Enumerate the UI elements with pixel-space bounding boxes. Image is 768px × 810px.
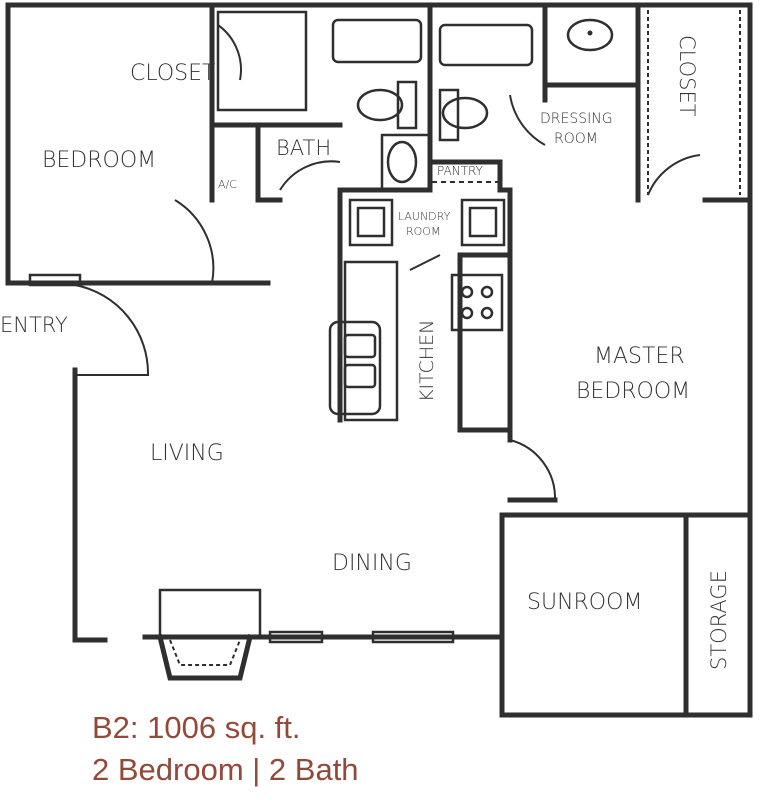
master-door [509,439,557,501]
closet-shelf [216,10,308,112]
label-master: MASTER [594,344,685,369]
bathtub [438,23,534,67]
sink [380,133,432,192]
window [28,273,82,287]
stove [450,273,504,332]
walls [5,2,753,718]
toilet [356,80,418,130]
bed-bath-caption: 2 Bedroom | 2 Bath [92,752,359,787]
label-laundry-room: ROOM [406,225,440,238]
unit-size-caption: B2: 1006 sq. ft. [92,710,301,745]
label-closet: CLOSET [130,61,215,86]
bath-door [279,160,341,191]
window [268,630,324,644]
closet-rod [647,10,741,195]
label-bath: BATH [276,136,331,160]
entry-door [74,284,150,376]
label-kitchen: KITCHEN [416,320,438,402]
closet-door [217,24,242,81]
label-sunroom: SUNROOM [527,590,642,615]
label-closet-right: CLOSET [675,35,699,117]
bedroom-door [174,199,215,284]
window [371,630,455,644]
counter-edge [409,254,441,271]
closet-door [647,154,701,196]
label-entry: ENTRY [0,313,68,337]
label-dressing-room: ROOM [554,131,598,147]
label-storage: STORAGE [707,570,731,670]
label-ac: A/C [218,178,237,191]
counter [343,260,399,422]
label-bedroom: BEDROOM [42,148,156,173]
sink [566,18,614,52]
label-pantry: PANTRY [437,164,484,178]
label-laundry: LAUNDRY [398,210,451,223]
bathtub [331,18,423,64]
dryer [460,198,506,247]
dressing-door [509,94,546,146]
label-master-bedroom: BEDROOM [576,379,690,404]
label-dressing: DRESSING [540,111,613,127]
washer [348,198,394,247]
toilet [438,88,489,142]
bay-window [156,588,262,681]
kitchen-sink [328,320,382,416]
label-living: LIVING [150,441,224,466]
label-dining: DINING [332,551,412,576]
